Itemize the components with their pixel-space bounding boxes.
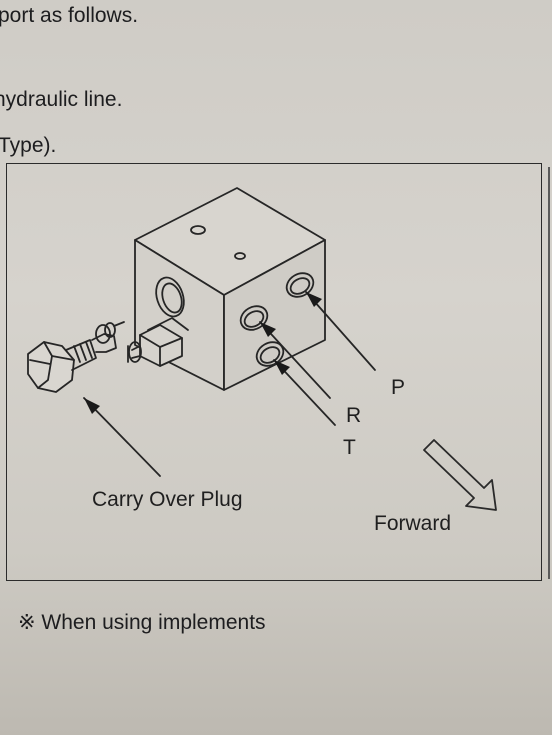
forward-arrow — [423, 439, 497, 511]
fitting-on-block — [127, 317, 189, 367]
label-forward: Forward — [374, 512, 452, 535]
port-p-inner — [289, 277, 311, 295]
port-t-inner — [259, 346, 281, 364]
arrowhead-port-r — [260, 322, 276, 337]
block-right-face — [223, 239, 326, 391]
leader-carry-over-plug — [83, 397, 161, 477]
arrowhead-port-t — [274, 360, 290, 375]
figure-frame — [6, 163, 542, 581]
text-line-type: Type). — [0, 134, 57, 157]
text-line-when-using-implements: ※ When using implements — [18, 611, 266, 634]
label-port-t: T — [343, 436, 356, 459]
port-p-outer — [285, 272, 315, 298]
top-hole-2 — [234, 252, 246, 260]
leader-port-r — [259, 321, 331, 399]
arrowhead-port-p — [306, 292, 322, 307]
leader-port-p — [305, 291, 376, 371]
label-carry-over-plug: Carry Over Plug — [92, 488, 243, 511]
arrowhead-carry-over-plug — [84, 398, 100, 414]
top-hole-1 — [190, 225, 206, 235]
left-port-outer — [155, 276, 185, 318]
text-line-hydraulic-line: hydraulic line. — [0, 88, 123, 111]
figure-frame-shadow — [10, 167, 550, 579]
label-port-p: P — [391, 376, 406, 399]
label-port-r: R — [346, 404, 362, 427]
left-port-inner — [161, 282, 183, 314]
port-r-inner — [243, 310, 265, 328]
carry-over-plug-drawing — [27, 321, 125, 393]
port-r-outer — [239, 305, 269, 331]
text-line-port-as-follows: port as follows. — [0, 4, 139, 27]
